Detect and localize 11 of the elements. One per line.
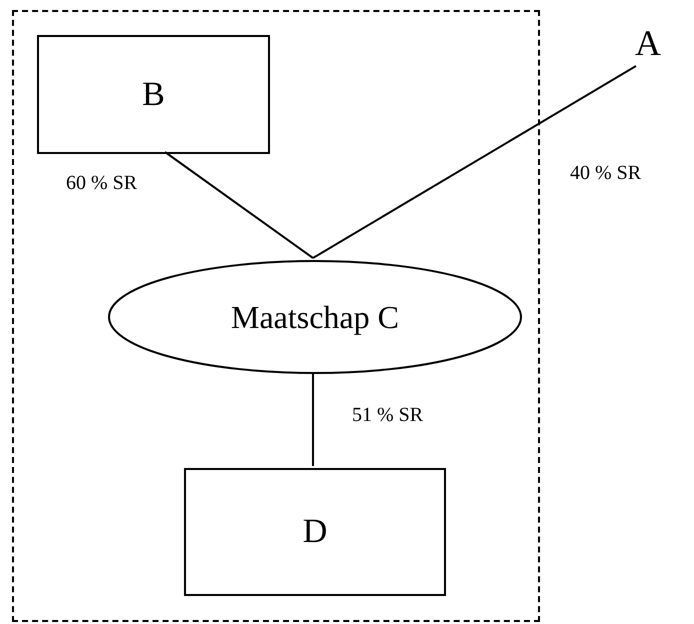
dashed-boundary: [12, 10, 540, 622]
connector-line: [312, 372, 314, 466]
entity-box: [184, 468, 446, 596]
connector-line: [164, 151, 314, 259]
connector-line: [312, 65, 637, 259]
node-label: Maatschap C: [231, 298, 399, 336]
partnership-ellipse: [108, 260, 522, 374]
node-label: B: [142, 76, 165, 114]
entity-label: A: [635, 22, 661, 64]
node-label: D: [302, 513, 328, 551]
entity-box: [37, 35, 270, 154]
